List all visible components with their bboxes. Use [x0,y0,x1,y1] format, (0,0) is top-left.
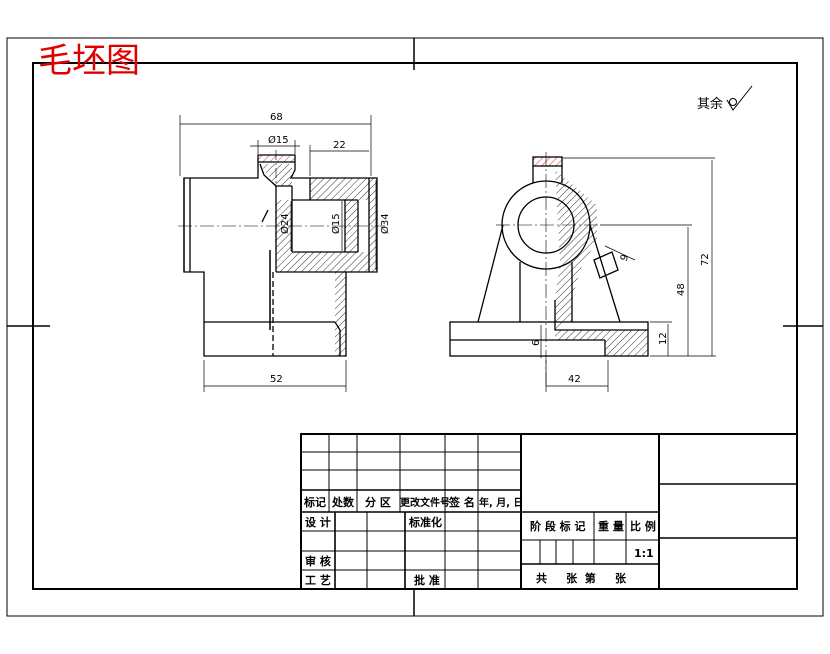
tb-scale-label: 比 例 [630,519,656,533]
dim-48: 48 [676,283,687,296]
dim-d34: Ø34 [379,213,391,234]
drawing-title: 毛坯图 [38,41,140,81]
tb-header-date: 年, 月, 日 [479,496,524,509]
tb-header-docno: 更改文件号 [400,496,450,509]
tb-process: 工 艺 [305,573,331,587]
front-dimensions [179,115,377,392]
dim-68: 68 [270,112,283,123]
tb-review: 审 核 [305,554,331,568]
tb-approve: 批 准 [414,573,440,587]
tb-header-mark: 标记 [303,495,326,509]
dim-72: 72 [700,253,711,266]
title-block [300,433,798,590]
dim-9: 9 [619,253,632,263]
tb-header-count: 处数 [331,495,355,509]
roughness-note: 其余 [697,96,723,112]
dim-52: 52 [270,374,283,385]
tb-standard: 标准化 [408,515,442,529]
tb-scale-value: 1:1 [634,547,654,560]
side-view [449,152,649,385]
dim-22: 22 [333,140,346,151]
tb-header-zone: 分 区 [365,495,391,509]
dim-6: 6 [531,340,542,346]
tb-design: 设 计 [305,515,331,529]
tb-sheets: 共 张 第 张 [536,571,627,585]
tb-weight: 重 量 [598,519,624,533]
side-dimensions [540,157,716,392]
tb-header-sign: 签 名 [448,495,475,509]
dim-d15-top: Ø15 [268,134,289,146]
tb-stage-mark: 阶 段 标 记 [530,519,586,533]
dim-d15-bore: Ø15 [330,213,342,234]
roughness-icon [726,85,753,111]
dim-42: 42 [568,374,581,385]
dim-12: 12 [658,332,669,345]
outer-border [6,37,824,617]
front-view [178,150,385,357]
inner-border [32,62,798,590]
dim-d24: Ø24 [279,213,291,234]
centering-marks [7,38,823,616]
